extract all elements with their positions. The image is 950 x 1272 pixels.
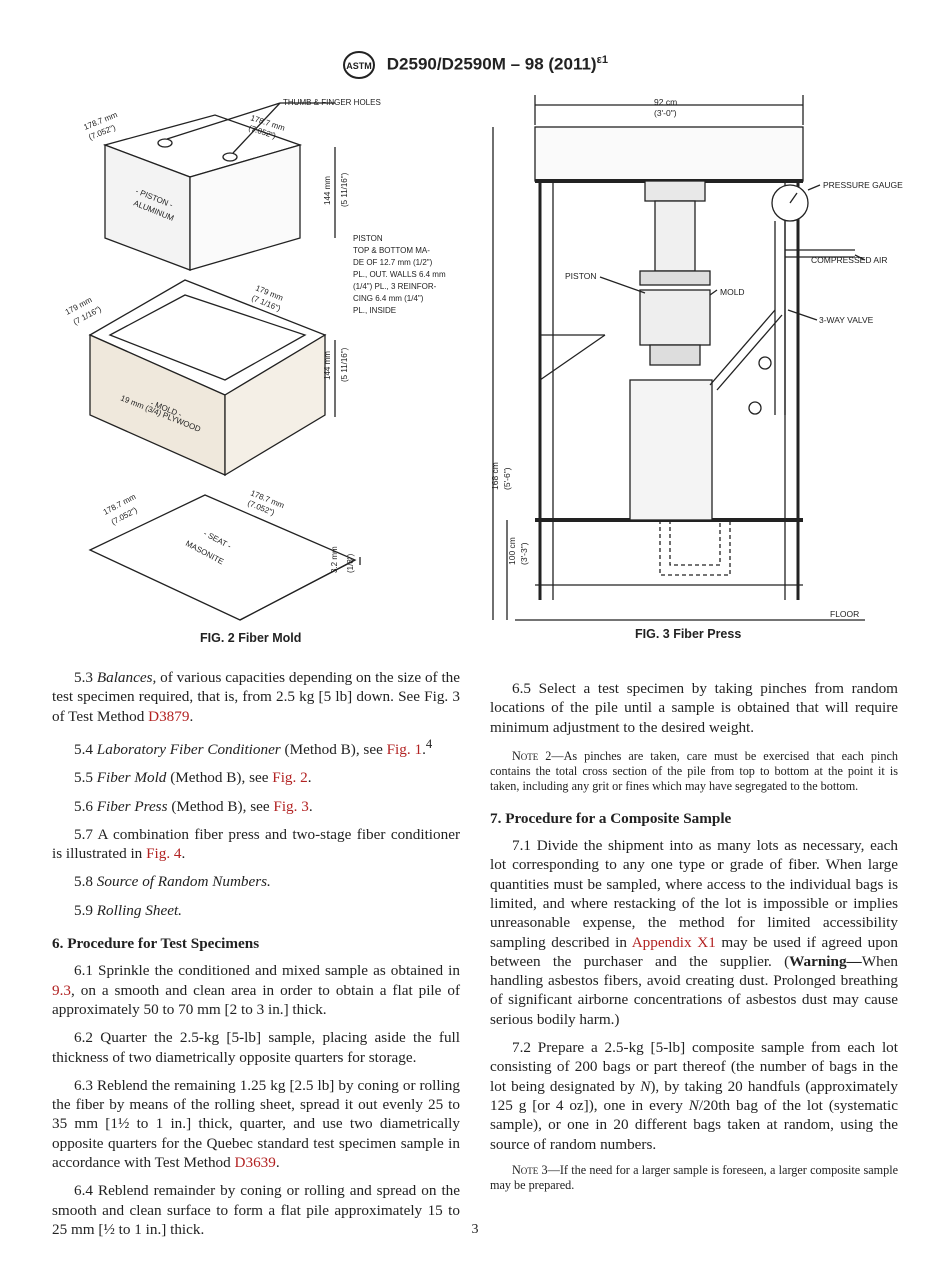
para-5-7: 5.7 A combination fiber press and two-st… xyxy=(52,825,460,863)
svg-text:ASTM: ASTM xyxy=(346,61,372,71)
para-6-2: 6.2 Quarter the 2.5-kg [5-lb] sample, pl… xyxy=(52,1029,460,1066)
link-d3639[interactable]: D3639 xyxy=(234,1154,276,1171)
svg-text:(3'-3"): (3'-3") xyxy=(519,542,529,565)
svg-text:CING 6.4 mm (1/4"): CING 6.4 mm (1/4") xyxy=(353,294,424,303)
link-fig-1[interactable]: Fig. 1 xyxy=(386,740,423,758)
para-7-1: 7.1 Divide the shipment into as many lot… xyxy=(490,837,898,1028)
svg-text:144 mm: 144 mm xyxy=(323,351,332,380)
svg-text:92 cm: 92 cm xyxy=(654,97,677,107)
svg-text:3-WAY VALVE: 3-WAY VALVE xyxy=(819,315,874,325)
para-6-3: 6.3 Reblend the remaining 1.25 kg [2.5 l… xyxy=(52,1076,460,1171)
svg-text:PISTON: PISTON xyxy=(353,234,383,243)
left-column: 5.3 Balances, of various capacities depe… xyxy=(52,668,460,1248)
svg-text:COMPRESSED AIR: COMPRESSED AIR xyxy=(811,255,888,265)
svg-text:MOLD: MOLD xyxy=(720,287,745,297)
para-5-4: 5.4 Laboratory Fiber Conditioner (Method… xyxy=(74,736,433,758)
svg-text:(3'-0"): (3'-0") xyxy=(654,108,677,118)
svg-text:(1/8"): (1/8") xyxy=(346,553,355,573)
note-3: Note 3—If the need for a larger sample i… xyxy=(490,1162,898,1193)
page-header: ASTM D2590/D2590M – 98 (2011)ε1 xyxy=(0,50,950,80)
svg-text:144 mm: 144 mm xyxy=(323,176,332,205)
svg-text:PL., OUT. WALLS 6.4 mm: PL., OUT. WALLS 6.4 mm xyxy=(353,270,446,279)
svg-text:THUMB & FINGER HOLES: THUMB & FINGER HOLES xyxy=(283,98,381,107)
svg-text:PISTON: PISTON xyxy=(565,271,597,281)
link-fig-3[interactable]: Fig. 3 xyxy=(273,797,309,815)
note-2: Note 2—As pinches are taken, care must b… xyxy=(490,748,898,794)
para-5-9: 5.9 Rolling Sheet. xyxy=(74,901,182,919)
para-5-8: 5.8 Source of Random Numbers. xyxy=(74,873,271,891)
para-7-2: 7.2 Prepare a 2.5-kg [5-lb] composite sa… xyxy=(490,1039,898,1153)
svg-text:DE OF 12.7 mm (1/2"): DE OF 12.7 mm (1/2") xyxy=(353,258,433,267)
para-5-6: 5.6 Fiber Press (Method B), see Fig. 3. xyxy=(74,797,313,815)
svg-text:FLOOR: FLOOR xyxy=(830,609,859,619)
section-6-heading: 6. Procedure for Test Specimens xyxy=(52,935,260,953)
link-appendix-x1[interactable]: Appendix X1 xyxy=(631,933,716,951)
svg-text:TOP & BOTTOM MA-: TOP & BOTTOM MA- xyxy=(353,246,430,255)
astm-logo-icon: ASTM xyxy=(343,51,376,79)
para-5-5: 5.5 Fiber Mold (Method B), see Fig. 2. xyxy=(74,769,312,787)
fig3-caption: FIG. 3 Fiber Press xyxy=(635,627,742,641)
svg-text:PRESSURE GAUGE: PRESSURE GAUGE xyxy=(823,180,903,190)
fig3-drawing: 92 cm (3'-0") PRESSURE GAUGE COMPRESSED … xyxy=(490,95,903,621)
link-fig-2[interactable]: Fig. 2 xyxy=(272,769,308,787)
svg-text:(5 11/16"): (5 11/16") xyxy=(340,347,349,382)
svg-text:168 cm: 168 cm xyxy=(490,462,500,490)
svg-text:3.2 mm: 3.2 mm xyxy=(330,546,339,573)
page-number: 3 xyxy=(471,1222,479,1237)
para-6-5: 6.5 Select a test specimen by taking pin… xyxy=(490,680,898,736)
designation: D2590/D2590M – 98 (2011) xyxy=(386,54,597,74)
svg-text:(5'-6"): (5'-6") xyxy=(502,467,512,490)
svg-text:PL., INSIDE: PL., INSIDE xyxy=(353,306,396,315)
link-9-3[interactable]: 9.3 xyxy=(52,981,71,999)
fig2-caption: FIG. 2 Fiber Mold xyxy=(200,631,302,645)
para-6-1: 6.1 Sprinkle the conditioned and mixed s… xyxy=(52,962,460,1018)
svg-text:100 cm: 100 cm xyxy=(507,537,517,565)
designation-superscript: ε1 xyxy=(596,53,608,66)
link-d3879[interactable]: D3879 xyxy=(148,707,190,725)
para-5-3: 5.3 Balances, of various capacities depe… xyxy=(52,669,461,725)
fig2-drawing: THUMB & FINGER HOLES 178.7 mm (7.052") 1… xyxy=(64,98,446,621)
link-fig-4[interactable]: Fig. 4 xyxy=(146,845,182,863)
svg-text:(1/4") PL., 3 REINFOR-: (1/4") PL., 3 REINFOR- xyxy=(353,282,437,291)
right-column: 6.5 Select a test specimen by taking pin… xyxy=(490,679,898,1203)
section-7-heading: 7. Procedure for a Composite Sample xyxy=(490,809,732,827)
svg-text:(5 11/16"): (5 11/16") xyxy=(340,172,349,207)
para-6-4: 6.4 Reblend remainder by coning or rolli… xyxy=(52,1182,460,1238)
